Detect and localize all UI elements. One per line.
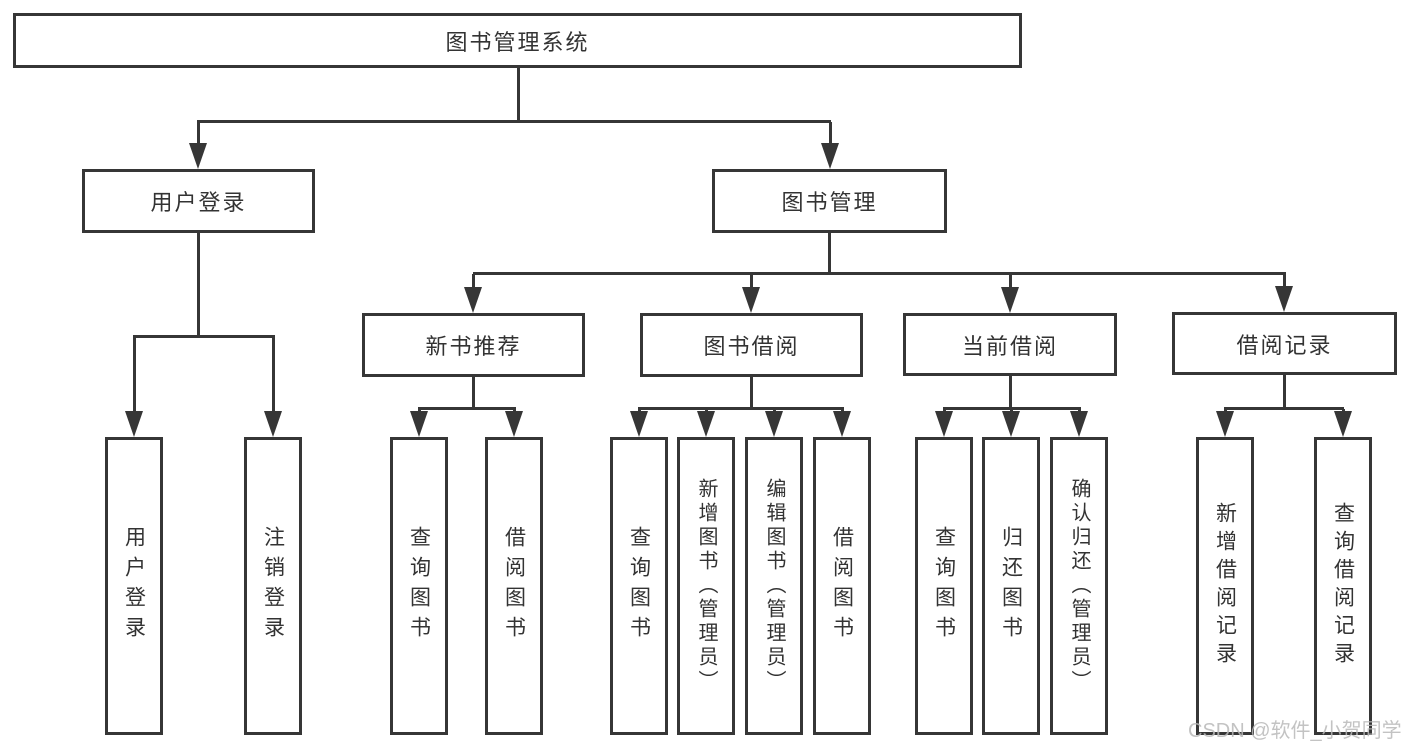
leaf-records-add-label: 新增借阅记录 [1213,502,1237,670]
leaf-borrow-add-admin-label: 新增图书（管理员） [695,478,717,694]
arrow-shaft-leaf-logout [272,337,275,413]
node-root: 图书管理系统 [13,13,1022,68]
leaf-records-query-label: 查询借阅记录 [1331,502,1355,670]
leaf-borrow-edit-admin-label: 编辑图书（管理员） [763,478,785,694]
node-book-management: 图书管理 [712,169,947,233]
node-book-borrow-label: 图书借阅 [703,334,800,359]
leaf-logout-label: 注销登录 [261,526,285,646]
connector-borrow-hbar [638,407,844,410]
node-borrow-records-label: 借阅记录 [1236,332,1333,358]
node-user-login: 用户登录 [82,169,315,233]
leaf-current-return-label: 归还图书 [999,526,1023,646]
arrowhead-borrow-query [630,411,648,437]
arrowhead-leaf-user-login [125,411,143,437]
arrowhead-records-query [1334,411,1352,437]
leaf-current-query: 查询图书 [915,437,973,735]
leaf-current-query-label: 查询图书 [932,526,956,646]
leaf-newbook-query: 查询图书 [390,437,448,735]
leaf-newbook-borrow: 借阅图书 [485,437,543,735]
arrowhead-book-management [821,143,839,169]
arrow-shaft-new-book-recommend [472,274,475,289]
connector-new-book-hbar [418,407,516,410]
connector-borrow-stem [750,377,753,407]
leaf-borrow-add-admin: 新增图书（管理员） [677,437,735,735]
connector-root-hbar [197,120,831,123]
node-user-login-label: 用户登录 [150,190,247,215]
arrowhead-new-book-recommend [464,287,482,313]
leaf-newbook-borrow-label: 借阅图书 [502,526,526,646]
leaf-borrow-edit-admin: 编辑图书（管理员） [745,437,803,735]
leaf-user-login: 用户登录 [105,437,163,735]
arrowhead-records-add [1216,411,1234,437]
connector-book-management-stem [828,233,831,272]
leaf-borrow-query-label: 查询图书 [627,526,651,646]
node-new-book-recommend-label: 新书推荐 [425,334,522,359]
leaf-records-add: 新增借阅记录 [1196,437,1254,735]
node-root-label: 图书管理系统 [445,29,590,55]
arrowhead-borrow-edit [765,411,783,437]
arrow-shaft-leaf-user-login [133,337,136,413]
connector-root-stem [517,66,520,120]
connector-records-hbar [1224,407,1344,410]
arrow-shaft-user-login [197,122,200,145]
arrowhead-current-return [1002,411,1020,437]
node-current-borrow: 当前借阅 [903,313,1117,376]
arrowhead-current-confirm [1070,411,1088,437]
arrowhead-current-query [935,411,953,437]
leaf-newbook-query-label: 查询图书 [407,526,431,646]
connector-new-book-stem [472,377,475,407]
arrow-shaft-book-borrow [750,274,753,289]
leaf-records-query: 查询借阅记录 [1314,437,1372,735]
leaf-current-confirm-admin-label: 确认归还（管理员） [1068,478,1090,694]
node-current-borrow-label: 当前借阅 [961,333,1058,359]
arrowhead-book-borrow [742,287,760,313]
leaf-current-return: 归还图书 [982,437,1040,735]
arrowhead-current-borrow [1001,287,1019,313]
arrowhead-borrow-borrow [833,411,851,437]
leaf-borrow-borrow: 借阅图书 [813,437,871,735]
arrow-shaft-borrow-records [1283,274,1286,289]
csdn-watermark: CSDN @软件_小贺同学 [1188,720,1402,742]
arrow-shaft-book-management [829,122,832,145]
arrowhead-newbook-query [410,411,428,437]
arrowhead-leaf-logout [264,411,282,437]
node-book-management-label: 图书管理 [781,190,878,215]
arrow-shaft-current-borrow [1009,274,1012,289]
leaf-logout: 注销登录 [244,437,302,735]
node-borrow-records: 借阅记录 [1172,312,1397,375]
leaf-user-login-label: 用户登录 [122,526,146,646]
arrowhead-user-login [189,143,207,169]
connector-current-hbar [943,407,1081,410]
arrowhead-borrow-records [1275,286,1293,312]
node-book-borrow: 图书借阅 [640,313,863,377]
connector-user-login-hbar [133,335,275,338]
arrowhead-newbook-borrow [505,411,523,437]
node-new-book-recommend: 新书推荐 [362,313,585,377]
connector-book-management-hbar [473,272,1286,275]
connector-records-stem [1283,375,1286,407]
leaf-current-confirm-admin: 确认归还（管理员） [1050,437,1108,735]
arrowhead-borrow-add [697,411,715,437]
leaf-borrow-query: 查询图书 [610,437,668,735]
connector-user-login-stem [197,233,200,335]
leaf-borrow-borrow-label: 借阅图书 [830,526,854,646]
connector-current-stem [1009,376,1012,407]
